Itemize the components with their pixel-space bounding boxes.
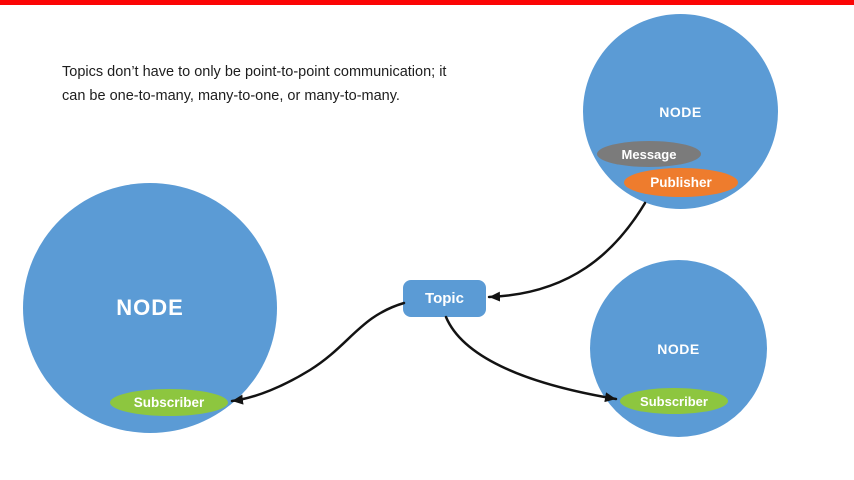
left-node-label: NODE [116,295,184,320]
top-right-node-label: NODE [659,103,702,120]
caption-line-1: Topics don’t have to only be point-to-po… [62,64,447,80]
topic-box: Topic [403,280,486,317]
bottom-right-node-label: NODE [657,340,700,357]
message-pill: Message [597,141,701,167]
left-subscriber-pill: Subscriber [110,389,228,416]
publisher-pill: Publisher [624,168,738,197]
caption-line-2: can be one-to-many, many-to-one, or many… [62,88,400,104]
bottom-right-subscriber-pill: Subscriber [620,388,728,414]
topic-label: Topic [425,290,464,307]
top-red-bar [0,0,854,5]
caption-text: Topics don’t have to only be point-to-po… [62,60,446,108]
